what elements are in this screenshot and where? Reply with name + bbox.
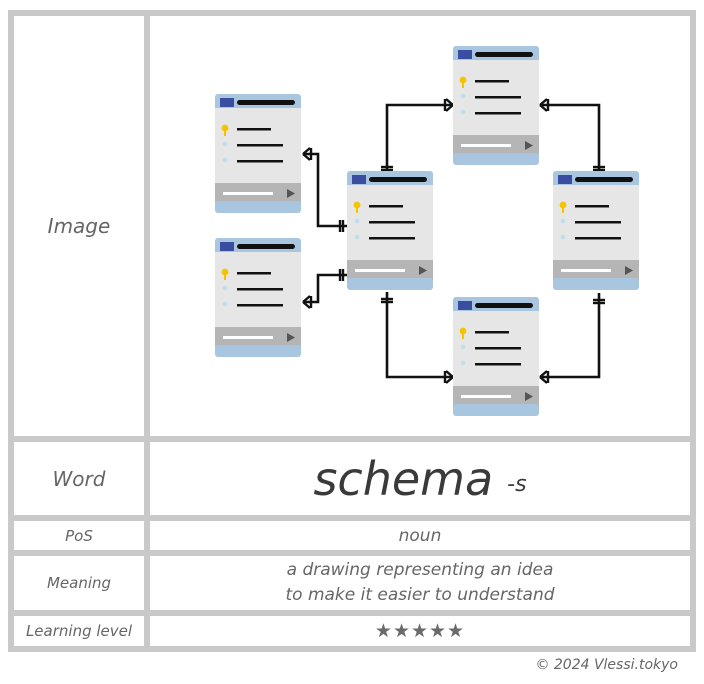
- db-table-right: [553, 171, 639, 290]
- star-rating: ★★★★★: [374, 620, 466, 642]
- meaning-line-1: a drawing representing an idea: [286, 560, 554, 580]
- word-cell: schema -s: [150, 442, 690, 515]
- meaning-label: Meaning: [46, 574, 112, 592]
- pos-value: noun: [398, 525, 442, 546]
- level-label-cell: Learning level: [14, 616, 144, 646]
- level-cell: ★★★★★: [150, 616, 690, 646]
- word-main: schema: [313, 451, 494, 506]
- db-table-left-top: [215, 94, 301, 213]
- pos-cell: noun: [150, 521, 690, 550]
- image-label-cell: Image: [14, 16, 144, 436]
- copyright-text: © 2024 Vlessi.tokyo: [535, 657, 678, 673]
- word-suffix: -s: [507, 472, 527, 497]
- db-table-bottom: [453, 297, 539, 416]
- db-table-left-bottom: [215, 238, 301, 357]
- vocab-card: Image: [8, 10, 696, 652]
- level-label: Learning level: [25, 622, 133, 640]
- image-label: Image: [47, 214, 111, 238]
- word-label-cell: Word: [14, 442, 144, 515]
- meaning-line-2: to make it easier to understand: [285, 585, 555, 605]
- db-table-top: [453, 46, 539, 165]
- meaning-cell: a drawing representing an idea to make i…: [150, 556, 690, 610]
- pos-label: PoS: [65, 526, 93, 545]
- db-table-center: [347, 171, 433, 290]
- meaning-label-cell: Meaning: [14, 556, 144, 610]
- word-label: Word: [52, 466, 106, 491]
- image-cell: [150, 16, 690, 436]
- schema-illustration: [215, 46, 639, 416]
- crowfoot-markers: [302, 98, 605, 384]
- pos-label-cell: PoS: [14, 521, 144, 550]
